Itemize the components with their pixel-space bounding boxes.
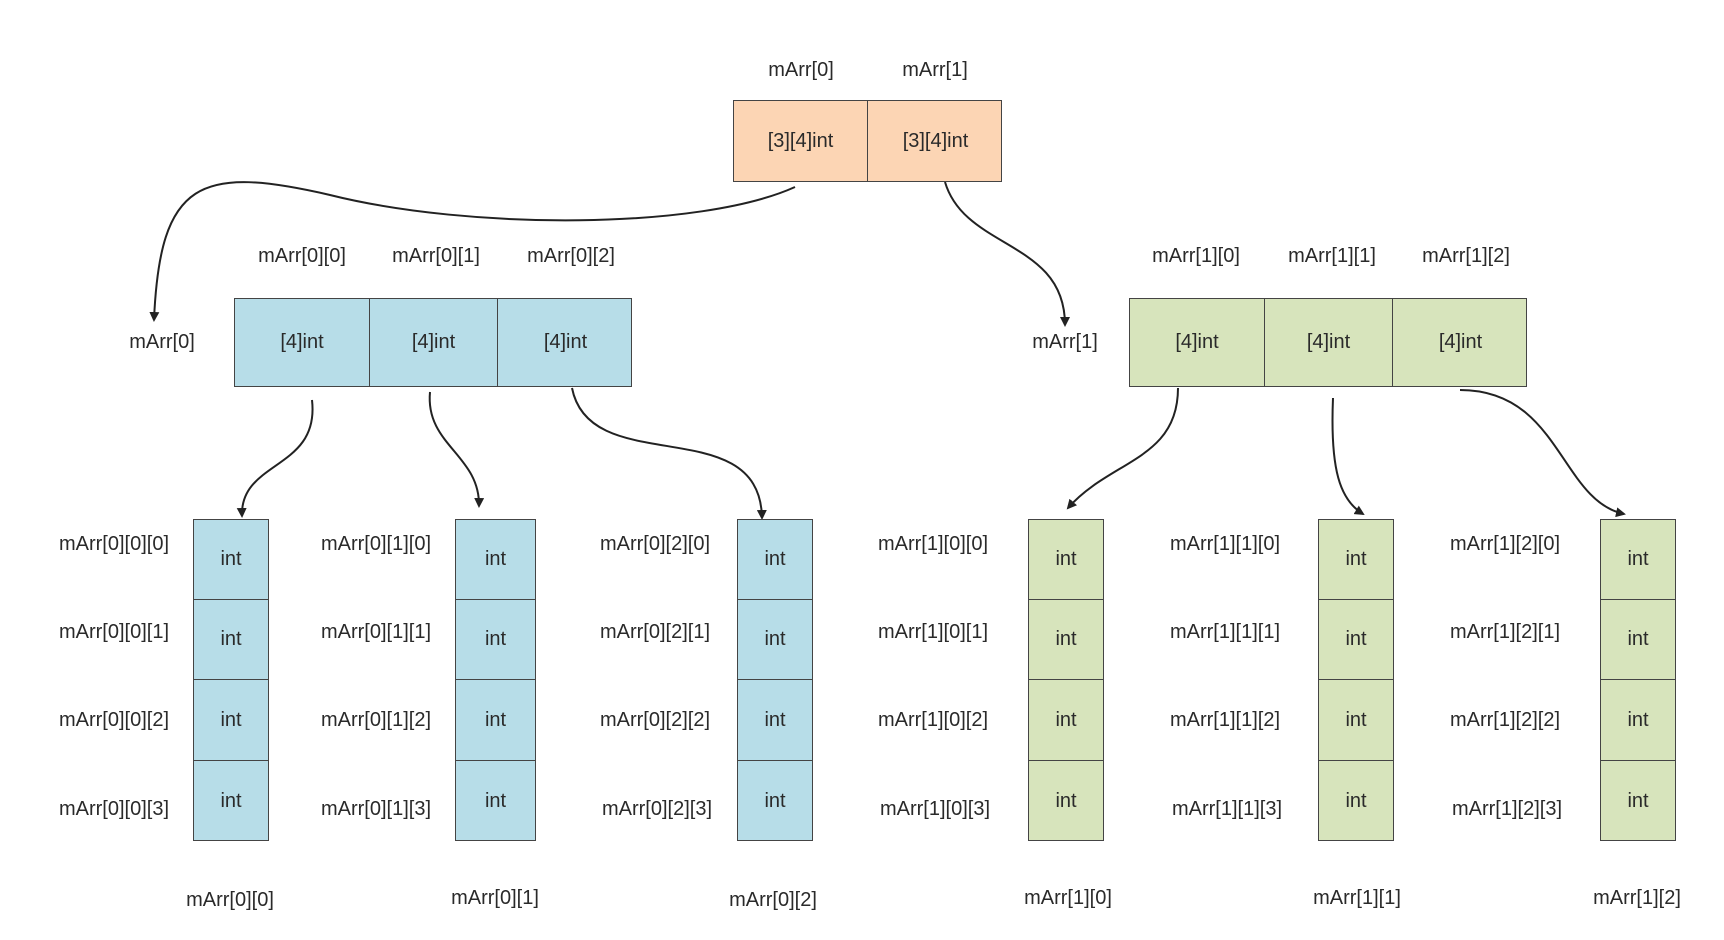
leaf-4-cell-0: int [1319, 520, 1393, 600]
leaf-2-cell-3: int [764, 789, 786, 812]
mid-0-cell-2: [4]int [543, 331, 588, 353]
leaf-2-cell-0: int [738, 520, 812, 600]
leaf-3-cell-3: int [1055, 789, 1077, 812]
mid-array-1: [4]int [4]int [4]int [1129, 298, 1527, 387]
leaf-5-row-label-0: mArr[1][2][0] [1449, 533, 1561, 555]
leaf-4-row-label-2: mArr[1][1][2] [1169, 709, 1281, 731]
mid-0-index-label-2: mArr[0][2] [527, 245, 615, 267]
leaf-2-row-label-0: mArr[0][2][0] [599, 533, 711, 555]
leaf-5-row-label-3: mArr[1][2][3] [1451, 798, 1563, 820]
leaf-3-cell-0: int [1029, 520, 1103, 600]
top-index-label-1: mArr[1] [902, 59, 968, 81]
arrow-mid-0-1-to-leaf [428, 391, 485, 508]
leaf-3-cell-1: int [1029, 600, 1103, 680]
mid-1-index-label-2: mArr[1][2] [1422, 245, 1510, 267]
leaf-5-cell-3: int [1627, 789, 1649, 812]
leaf-0-cell-2: int [194, 680, 268, 761]
mid-0-index-label-1: mArr[0][1] [392, 245, 480, 267]
leaf-3-bottom-label: mArr[1][0] [1024, 887, 1112, 909]
leaf-1-cell-3: int [484, 789, 507, 812]
leaf-array-4: int int int int [1318, 519, 1394, 841]
top-index-label-0: mArr[0] [768, 59, 834, 81]
leaf-1-cell-2: int [456, 680, 535, 761]
leaf-1-cell-0: int [456, 520, 535, 600]
leaf-0-row-label-2: mArr[0][0][2] [58, 709, 170, 731]
arrow-mid-0-2-to-leaf [571, 387, 767, 520]
leaf-2-row-label-2: mArr[0][2][2] [599, 709, 711, 731]
mid-array-0: [4]int [4]int [4]int [234, 298, 632, 387]
mid-0-cell-0: [4]int [235, 299, 370, 386]
leaf-1-bottom-label: mArr[0][1] [451, 887, 539, 909]
leaf-5-cell-0: int [1601, 520, 1675, 600]
leaf-1-row-label-0: mArr[0][1][0] [320, 533, 432, 555]
leaf-3-row-label-3: mArr[1][0][3] [879, 798, 991, 820]
arrow-mid-1-0-to-leaf [1066, 387, 1179, 510]
leaf-3-row-label-1: mArr[1][0][1] [877, 621, 989, 643]
leaf-3-cell-2: int [1029, 680, 1103, 761]
top-array: [3][4]int [3][4]int [733, 100, 1002, 182]
leaf-4-cell-2: int [1319, 680, 1393, 761]
leaf-1-row-label-1: mArr[0][1][1] [320, 621, 432, 643]
leaf-2-cell-2: int [738, 680, 812, 761]
leaf-5-row-label-1: mArr[1][2][1] [1449, 621, 1561, 643]
top-array-cell-1: [3][4]int [902, 129, 969, 152]
leaf-array-0: int int int int [193, 519, 269, 841]
leaf-2-bottom-label: mArr[0][2] [729, 889, 817, 911]
leaf-5-cell-2: int [1601, 680, 1675, 761]
leaf-1-row-label-3: mArr[0][1][3] [320, 798, 432, 820]
leaf-0-row-label-3: mArr[0][0][3] [58, 798, 170, 820]
mid-1-index-label-0: mArr[1][0] [1152, 245, 1240, 267]
leaf-1-row-label-2: mArr[0][1][2] [320, 709, 432, 731]
mid-0-index-label-0: mArr[0][0] [258, 245, 346, 267]
leaf-0-row-label-0: mArr[0][0][0] [58, 533, 170, 555]
mid-1-cell-2: [4]int [1438, 331, 1483, 353]
leaf-array-5: int int int int [1600, 519, 1676, 841]
leaf-3-row-label-0: mArr[1][0][0] [877, 533, 989, 555]
mid-1-cell-1: [4]int [1265, 299, 1393, 386]
mid-0-side-label: mArr[0] [129, 331, 195, 353]
mid-1-cell-0: [4]int [1130, 299, 1265, 386]
leaf-0-row-label-1: mArr[0][0][1] [58, 621, 170, 643]
arrow-mid-1-1-to-leaf [1331, 397, 1365, 516]
leaf-1-cell-1: int [456, 600, 535, 680]
leaf-5-row-label-2: mArr[1][2][2] [1449, 709, 1561, 731]
leaf-0-cell-3: int [220, 789, 242, 812]
leaf-2-row-label-1: mArr[0][2][1] [599, 621, 711, 643]
mid-1-index-label-1: mArr[1][1] [1288, 245, 1376, 267]
leaf-array-1: int int int int [455, 519, 536, 841]
arrow-top-1-to-mid-1 [944, 181, 1070, 327]
leaf-4-row-label-3: mArr[1][1][3] [1171, 798, 1283, 820]
leaf-5-bottom-label: mArr[1][2] [1593, 887, 1681, 909]
leaf-array-3: int int int int [1028, 519, 1104, 841]
leaf-2-cell-1: int [738, 600, 812, 680]
arrow-mid-1-2-to-leaf [1459, 389, 1626, 518]
leaf-5-cell-1: int [1601, 600, 1675, 680]
leaf-0-bottom-label: mArr[0][0] [186, 889, 274, 911]
leaf-3-row-label-2: mArr[1][0][2] [877, 709, 989, 731]
leaf-4-row-label-0: mArr[1][1][0] [1169, 533, 1281, 555]
leaf-4-bottom-label: mArr[1][1] [1313, 887, 1401, 909]
mid-1-side-label: mArr[1] [1032, 331, 1098, 353]
leaf-4-row-label-1: mArr[1][1][1] [1169, 621, 1281, 643]
leaf-4-cell-3: int [1345, 789, 1367, 812]
leaf-2-row-label-3: mArr[0][2][3] [601, 798, 713, 820]
mid-0-cell-1: [4]int [370, 299, 498, 386]
leaf-array-2: int int int int [737, 519, 813, 841]
leaf-0-cell-0: int [194, 520, 268, 600]
leaf-0-cell-1: int [194, 600, 268, 680]
top-array-cell-0: [3][4]int [734, 101, 868, 181]
leaf-4-cell-1: int [1319, 600, 1393, 680]
arrow-mid-0-0-to-leaf [236, 399, 314, 518]
